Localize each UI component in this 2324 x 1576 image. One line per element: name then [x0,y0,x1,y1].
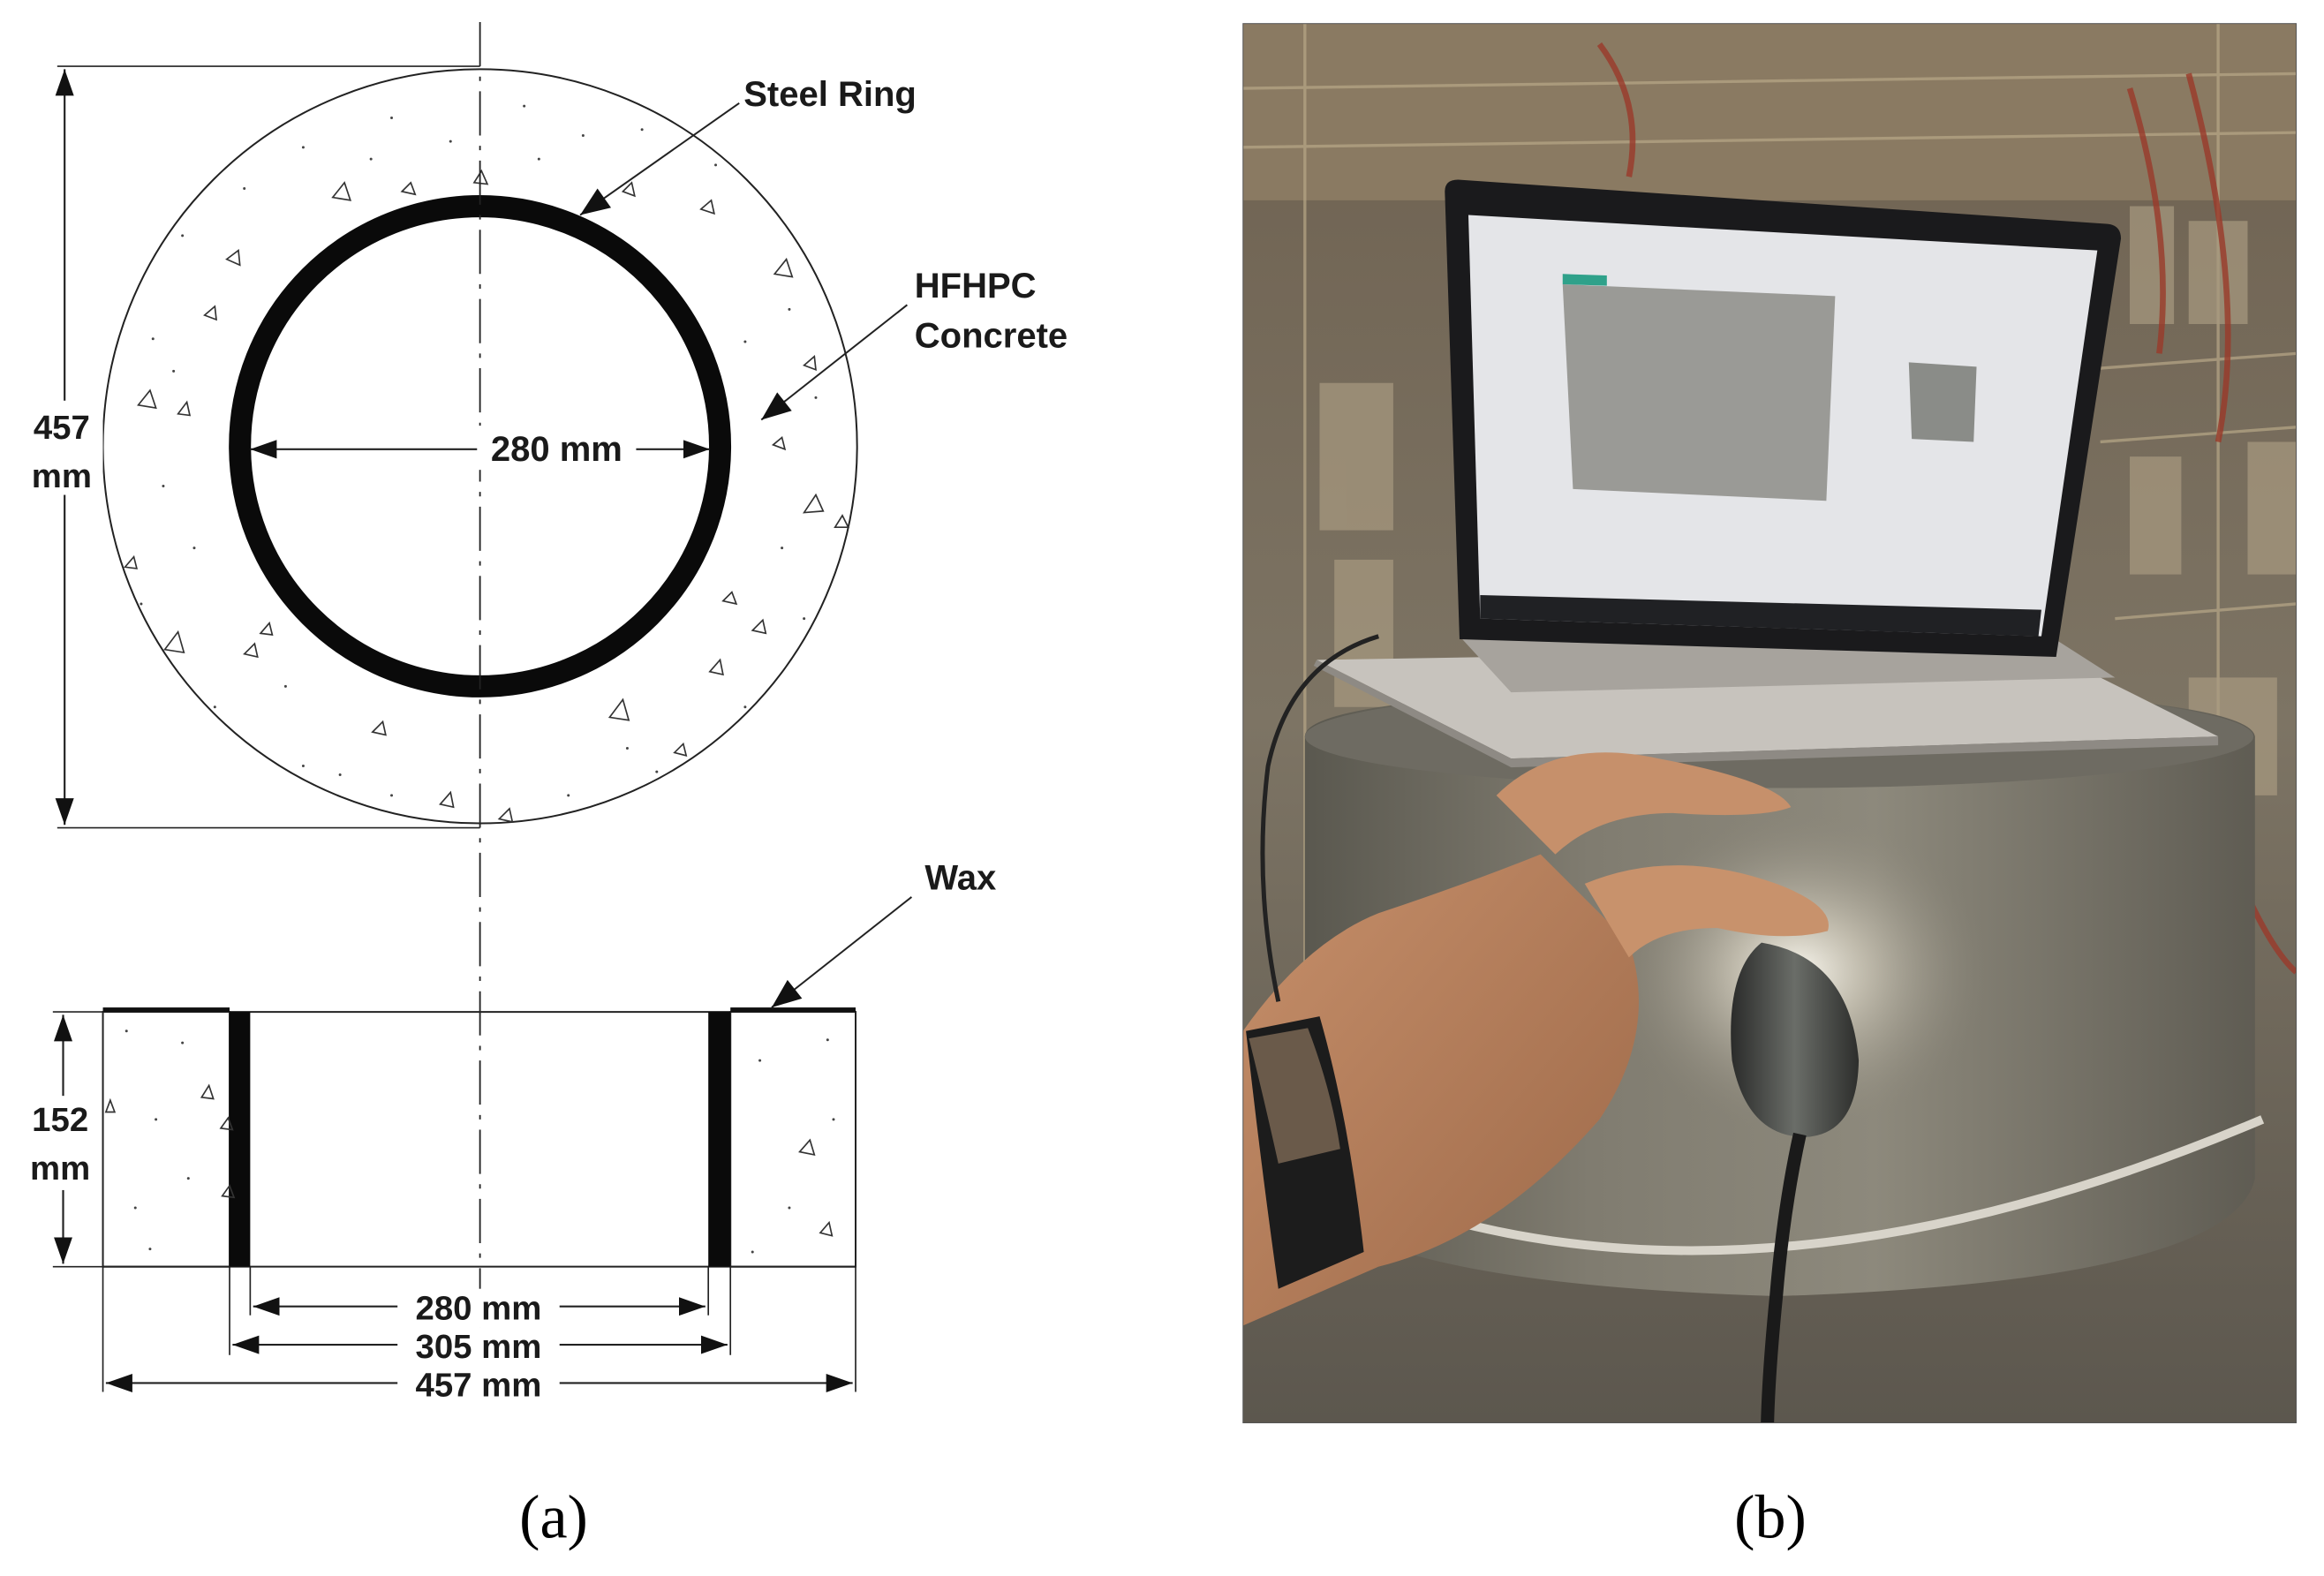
photo-shelf-items [1319,206,2297,796]
caption-a: (a) [519,1484,588,1552]
photo-frame [1242,23,2298,1424]
section-view: 152 mm 280 mm 305 mm 457 mm Wax [23,859,996,1404]
section-aggregate-dots [124,1029,835,1254]
steel-ring-leader [579,102,740,216]
dim-ring-outer-label: 305 mm [416,1328,542,1366]
photo-screen-toolbar [1562,274,1607,286]
photo-screen-taskbar [1480,594,2041,637]
wax-leader [771,896,913,1008]
dim-ring-outer-label-bg [397,1327,560,1364]
inner-diameter-label: 280 mm [491,430,622,469]
dim-outer-label: 457 mm [416,1366,542,1404]
plan-view: 457 mm 280 mm Steel Ring HFHPC Concrete [26,22,1068,1363]
concrete-leader [760,304,909,421]
dim-inner-label-bg [397,1288,560,1328]
inner-diameter-label-bg [477,426,637,471]
photo-panel [1242,23,2297,1423]
section-steel-right [708,1012,731,1267]
wax-layer-left [102,1007,230,1013]
wax-layer-right [730,1007,856,1013]
aggregate-dots [140,104,818,797]
photo-laptop-cable [1260,634,1379,1002]
section-height-label-bg [23,1096,101,1190]
wax-label: Wax [924,859,996,898]
photo-scanner [1731,942,1860,1137]
section-aggregate-marks [104,1083,834,1237]
caption-b: (b) [1734,1484,1807,1552]
photo-thumb [1496,752,1792,855]
section-steel-left [230,1012,251,1267]
outer-diameter-label-bg [26,400,103,495]
photo-scanner-cable [1761,1132,1807,1423]
section-height-unit: mm [30,1150,90,1188]
photo-finger [1584,865,1829,958]
section-concrete-left [102,1011,231,1268]
dim-outer-label-bg [397,1365,560,1404]
photo-base-ring [1407,1115,2265,1256]
photo-ceiling [1242,23,2297,200]
outer-diameter-unit: mm [32,457,92,495]
photo-screen-image-large [1562,283,1836,501]
photo-screen-image-small [1908,362,1977,442]
outer-diameter-value: 457 [34,409,90,447]
steel-ring-label: Steel Ring [743,75,917,114]
aggregate-marks [123,169,850,823]
dim-inner-label: 280 mm [416,1290,542,1328]
section-concrete-right [729,1011,857,1268]
concrete-label-line1: HFHPC [915,267,1037,305]
photo-watch-face [1249,1028,1340,1164]
section-height-value: 152 [32,1101,88,1139]
concrete-label-line2: Concrete [915,317,1068,356]
